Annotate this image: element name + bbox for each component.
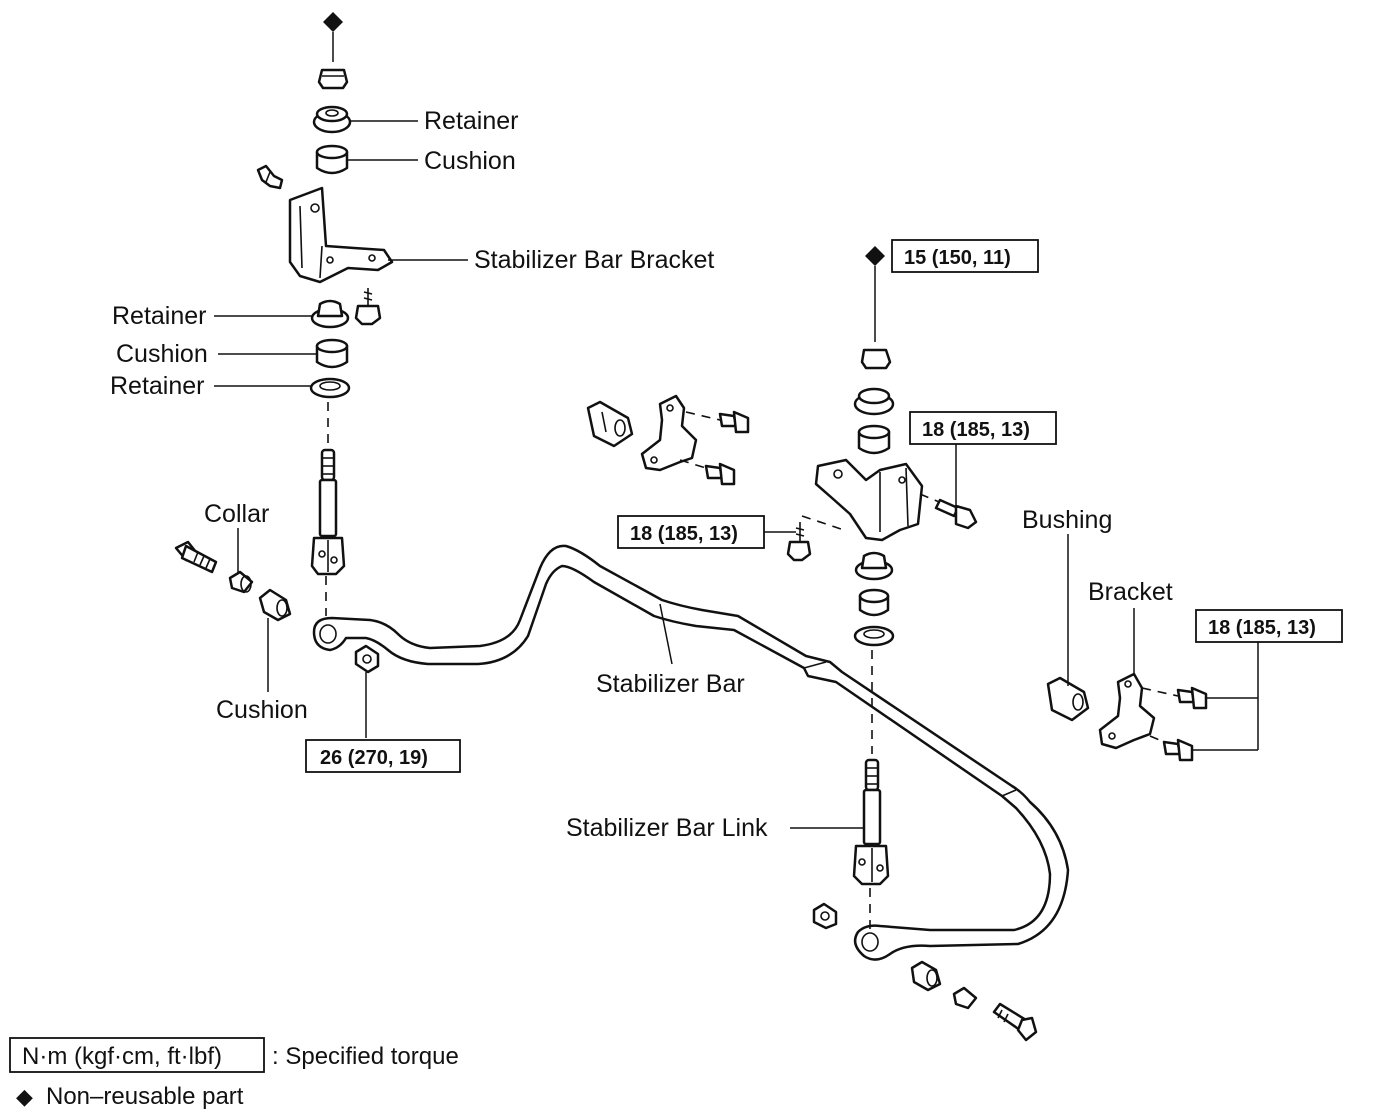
cushion-top-left xyxy=(315,144,349,175)
stabilizer-bar xyxy=(312,544,1070,961)
bushing-right xyxy=(1046,676,1090,722)
label-retainer-1: Retainer xyxy=(424,107,519,135)
torque-bar-end: 26 (270, 19) xyxy=(320,747,428,769)
retainer-middle-left xyxy=(310,299,350,329)
bar-end-bolt-left xyxy=(174,540,218,574)
torque-bracket-side: 18 (185, 13) xyxy=(922,419,1030,441)
legend-unit-box xyxy=(9,1037,265,1073)
torque-bushing-bracket: 18 (185, 13) xyxy=(1208,617,1316,639)
bar-end-nut-right xyxy=(812,902,838,930)
cushion-middle-right xyxy=(858,588,890,617)
label-retainer-3: Retainer xyxy=(110,372,205,400)
torque-box-bar-end xyxy=(305,739,461,773)
label-cushion-3: Cushion xyxy=(216,696,308,724)
bracket-bolt-lower-right xyxy=(786,515,845,562)
nonreusable-marker-right xyxy=(865,246,885,266)
bushing-bracket-bolt-upper-2 xyxy=(704,462,736,486)
cushion-middle-left xyxy=(315,338,349,369)
bushing-bracket-bolt-right-2 xyxy=(1162,738,1194,762)
collar-left xyxy=(228,570,254,594)
cushion-lower-left xyxy=(258,588,292,622)
legend-diamond-icon: ◆ xyxy=(16,1084,33,1109)
bracket-bolt-lower-left xyxy=(354,288,382,326)
label-stabilizer-bar-bracket: Stabilizer Bar Bracket xyxy=(474,246,714,274)
torque-box-bushing-bracket xyxy=(1195,609,1343,643)
torque-box-link-nut xyxy=(891,239,1039,273)
legend-unit-text: N·m (kgf·cm, ft·lbf) xyxy=(22,1043,222,1070)
retainer-top-left xyxy=(312,105,352,134)
torque-bracket-lower: 18 (185, 13) xyxy=(630,523,738,545)
label-bushing: Bushing xyxy=(1022,506,1112,534)
cushion-lower-right xyxy=(910,960,942,992)
stabilizer-bar-bracket-right xyxy=(814,458,924,542)
top-nut-left xyxy=(317,68,349,90)
bushing-bracket-bolt-right-1 xyxy=(1176,686,1208,710)
bracket-bolt-upper-left xyxy=(256,164,284,190)
cushion-top-right xyxy=(857,424,891,455)
retainer-lower-left xyxy=(309,377,351,399)
bar-end-bolt-right xyxy=(992,1002,1038,1042)
stabilizer-bar-link-left xyxy=(310,448,346,576)
label-retainer-2: Retainer xyxy=(112,302,207,330)
torque-box-bracket-lower xyxy=(617,515,765,549)
torque-link-nut: 15 (150, 11) xyxy=(904,247,1011,269)
legend-specified-torque: : Specified torque xyxy=(272,1043,459,1070)
legend-nonreusable-text: Non–reusable part xyxy=(46,1083,244,1110)
label-stabilizer-bar-link: Stabilizer Bar Link xyxy=(566,814,768,842)
bracket-bolt-side-right xyxy=(919,493,978,530)
stabilizer-bar-link-right xyxy=(852,758,890,886)
bushing-bracket-bolt-upper-1 xyxy=(718,410,750,434)
stabilizer-bar-bracket-left xyxy=(288,186,394,284)
label-cushion-1: Cushion xyxy=(424,147,516,175)
bracket-upper xyxy=(640,394,698,472)
top-nut-right xyxy=(860,348,892,370)
retainer-top-right xyxy=(853,387,895,416)
nonreusable-marker xyxy=(323,12,343,32)
bushing-upper xyxy=(586,400,634,448)
bracket-right xyxy=(1098,672,1156,750)
torque-box-bracket-side xyxy=(909,411,1057,445)
label-bracket: Bracket xyxy=(1088,578,1173,606)
label-stabilizer-bar: Stabilizer Bar xyxy=(596,670,745,698)
retainer-middle-right xyxy=(854,551,894,581)
retainer-lower-right xyxy=(853,625,895,647)
label-collar: Collar xyxy=(204,500,269,528)
label-cushion-2: Cushion xyxy=(116,340,208,368)
collar-right xyxy=(952,986,978,1010)
bar-end-nut-left xyxy=(354,644,380,674)
